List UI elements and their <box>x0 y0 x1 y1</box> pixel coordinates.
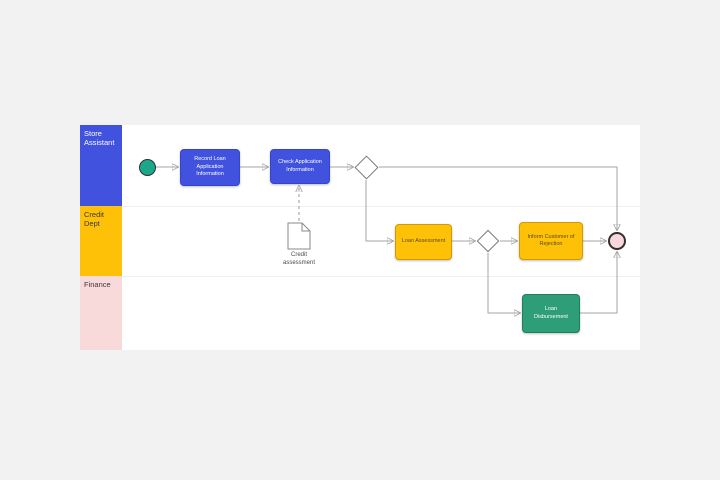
data-object-credit-assessment[interactable] <box>287 222 311 250</box>
task-label: Inform Customer of Rejection <box>527 233 575 247</box>
task-loan-disbursement[interactable]: Loan Disbursement <box>522 294 580 333</box>
end-event[interactable] <box>608 232 626 250</box>
lane-divider <box>122 276 640 277</box>
task-label: Loan Disbursement <box>534 306 568 320</box>
lane-divider <box>122 206 640 207</box>
task-label: Record Loan Application Information <box>194 156 226 178</box>
document-icon <box>287 222 311 250</box>
task-check-application[interactable]: Check Application Information <box>270 149 330 184</box>
lane-header-credit-dept[interactable]: Credit Dept <box>80 206 122 276</box>
lane-header-store-assistant[interactable]: Store Assistant <box>80 125 122 206</box>
start-event[interactable] <box>139 159 156 176</box>
lane-label-store-assistant: Store Assistant <box>84 129 115 148</box>
lane-label-finance: Finance <box>84 280 111 289</box>
lane-header-finance[interactable]: Finance <box>80 276 122 350</box>
task-record-loan[interactable]: Record Loan Application Information <box>180 149 240 186</box>
task-label: Loan Assessment <box>401 238 446 245</box>
task-inform-customer-of-rejection[interactable]: Inform Customer of Rejection <box>519 222 583 260</box>
lane-label-credit-dept: Credit Dept <box>84 210 105 229</box>
data-object-label: Credit assessment <box>282 252 315 266</box>
task-loan-assessment[interactable]: Loan Assessment <box>395 224 452 260</box>
task-label: Check Application Information <box>278 159 322 173</box>
